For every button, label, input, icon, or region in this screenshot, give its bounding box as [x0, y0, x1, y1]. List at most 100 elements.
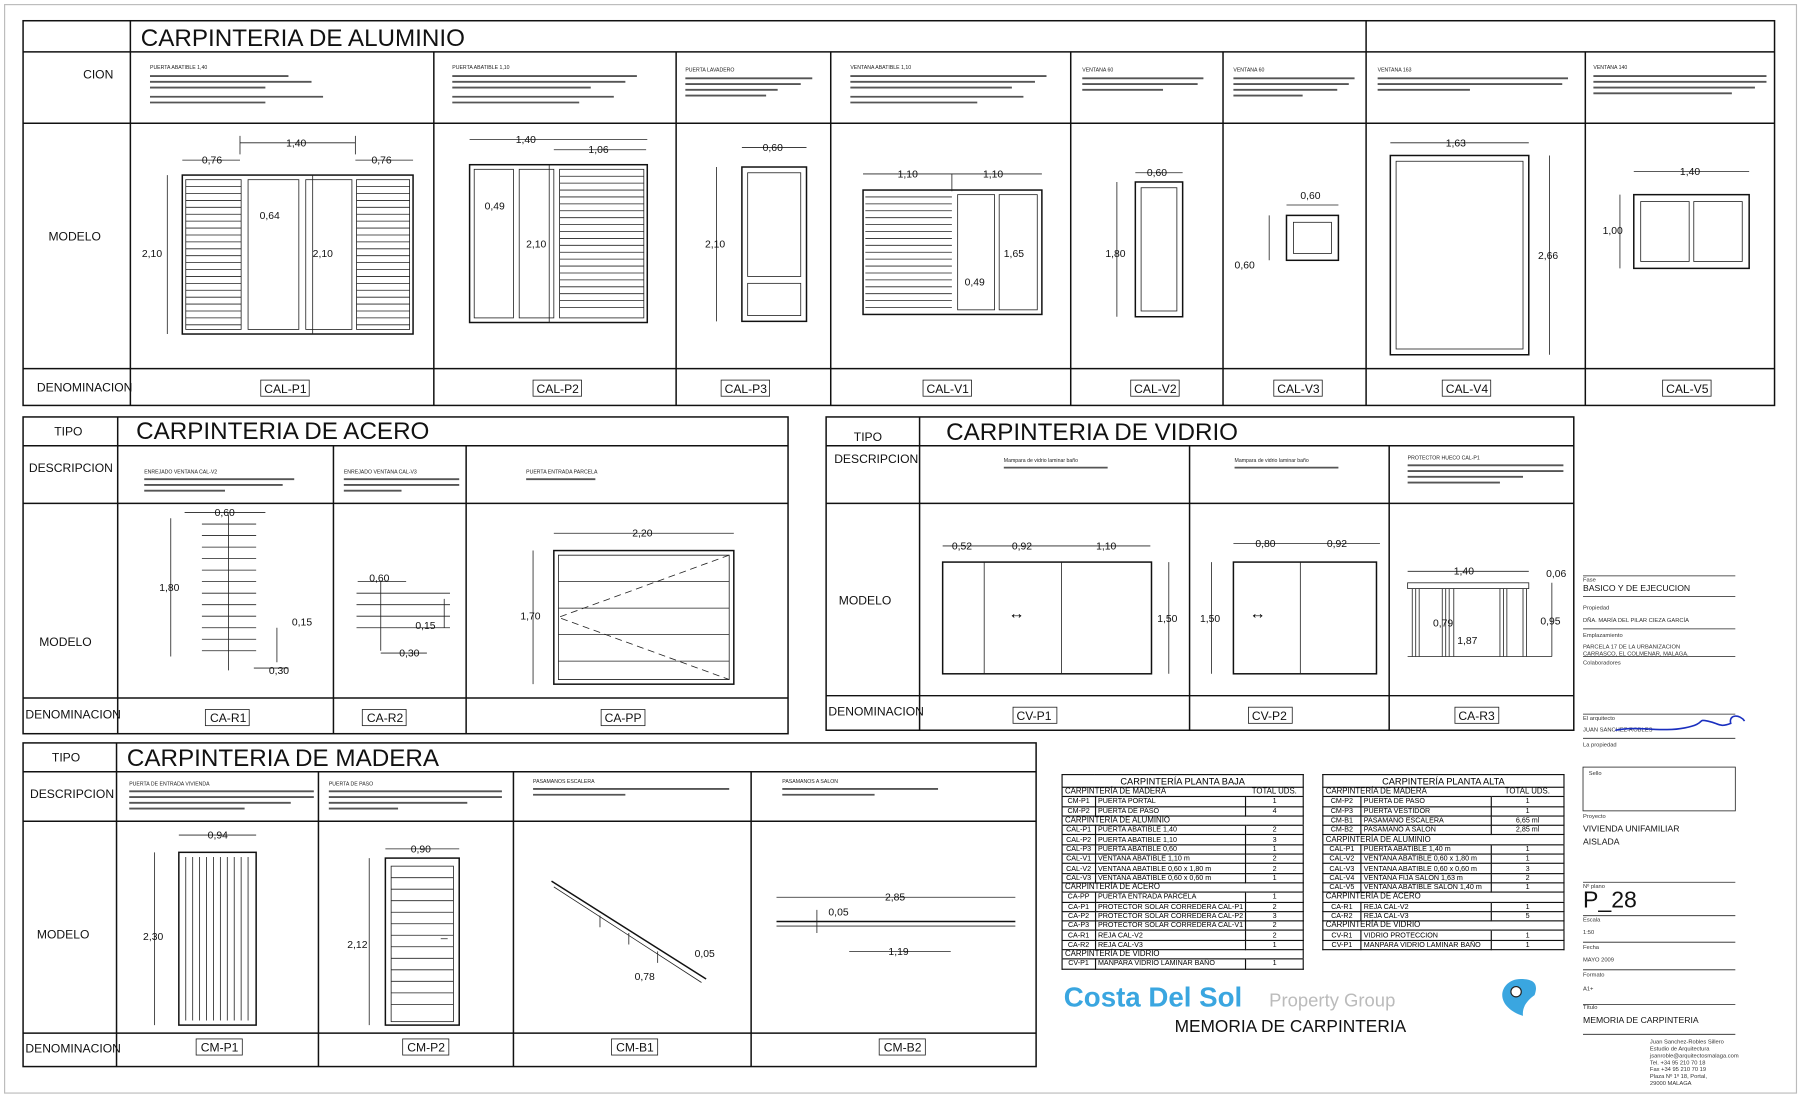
text-label: La propiedad — [1583, 742, 1617, 748]
dimension-label: 1,40 — [516, 135, 536, 146]
sheet-caption: MEMORIA DE CARPINTERIA — [1175, 1016, 1407, 1036]
dimension-label: 2,10 — [313, 249, 333, 260]
schedule-desc: PUERTA ENTRADA PARCELA — [1094, 891, 1247, 903]
schedule-qty: 1 — [1490, 939, 1565, 951]
schedule-code: CAL-V4 — [1322, 872, 1362, 884]
schedule-code: CM-P3 — [1322, 805, 1362, 817]
dimension-label: 1,19 — [888, 947, 908, 958]
schedule-desc: PROTECTOR SOLAR CORREDERA CAL-V1 — [1094, 920, 1247, 932]
schedule-desc: REJA CAL-V3 — [1094, 939, 1247, 951]
schedule-qty: 2 — [1490, 872, 1565, 884]
schedule-desc: PROTECTOR SOLAR CORREDERA CAL-P1 — [1094, 901, 1247, 913]
description-text: VENTANA 60 — [1082, 67, 1113, 73]
text-label: Proyecto — [1583, 814, 1606, 820]
text-label: PUERTA DE PASO — [329, 782, 373, 788]
schedule-qty: 1 — [1490, 843, 1565, 855]
modelo-label: MODELO — [39, 635, 91, 649]
dimension-label: 2,30 — [143, 932, 163, 943]
dimension-label: 0,52 — [952, 541, 972, 552]
dimension-label: 2,10 — [705, 240, 725, 251]
dimension-label: 2,10 — [142, 249, 162, 260]
schedule-qty: 1 — [1245, 958, 1304, 970]
modelo-label: MODELO — [839, 594, 891, 608]
dimension-label: 0,64 — [260, 211, 280, 222]
schedule-qty: 2 — [1245, 901, 1304, 913]
schedule-code: CM-B2 — [1322, 824, 1362, 836]
text-label: Sello — [1589, 771, 1602, 777]
dimension-label: 1,10 — [898, 169, 918, 180]
schedule-qty: 4 — [1245, 805, 1304, 817]
text-label: Fax +34 95 210 70 19 — [1650, 1067, 1706, 1073]
madera-title: CARPINTERIA DE MADERA — [127, 745, 440, 772]
denominacion-label: DENOMINACION — [25, 1042, 121, 1056]
schedule-desc: VENTANA ABATIBLE 0,60 x 1,80 m — [1094, 863, 1247, 874]
code-cm-p1: CM-P1 — [201, 1041, 239, 1055]
watermark-brand: Costa Del Sol — [1064, 982, 1242, 1013]
schedule-desc: PASAMANO A SALON — [1360, 824, 1492, 836]
code-cal-p1: CAL-P1 — [264, 382, 307, 396]
cm-b1-drawing: 0,050,78 — [551, 880, 715, 983]
descripcion-label: DESCRIPCION — [29, 461, 113, 475]
schedule-desc: VENTANA ABATIBLE 0,60 x 1,80 m — [1360, 853, 1492, 865]
dimension-label: 0,95 — [1540, 616, 1560, 627]
cm-p2-drawing: 0,902,12 — [347, 844, 460, 1026]
schedule-qty: 3 — [1245, 910, 1304, 922]
schedule-total-header: TOTAL UDS. — [1245, 786, 1304, 798]
code-cal-v1: CAL-V1 — [927, 382, 970, 396]
schedule-code: CAL-V1 — [1061, 853, 1096, 865]
schedule-qty: 1 — [1490, 853, 1565, 865]
schedule-code: CAL-V2 — [1322, 853, 1362, 865]
text-label: Plaza Nº 1º 18, Portal, — [1650, 1073, 1707, 1080]
signature — [1615, 715, 1746, 732]
schedule-desc: REJA CAL-V2 — [1360, 901, 1492, 913]
schedule-qty: 3 — [1245, 834, 1304, 846]
description-text: PUERTA LAVADERO — [685, 67, 734, 73]
code-ca-r2: CA-R2 — [367, 711, 404, 725]
dimension-label: 1,00 — [1603, 226, 1623, 237]
dimension-label: 1,40 — [286, 138, 306, 149]
text-label: Título — [1583, 1005, 1597, 1011]
dimension-label: 0,76 — [372, 156, 392, 167]
text-label: PUERTA DE ENTRADA VIVIENDA — [129, 782, 210, 788]
schedule-code: CV-P1 — [1322, 939, 1362, 951]
description-text: PUERTA ABATIBLE 1,40 — [150, 65, 207, 71]
vidrio-title: CARPINTERIA DE VIDRIO — [946, 419, 1238, 446]
schedule-desc: PUERTA VESTIDOR — [1360, 805, 1492, 817]
text-label: PASAMANOS A SALON — [782, 779, 838, 785]
sliding-arrow-icon: ↔ — [1008, 605, 1024, 623]
code-cm-b1: CM-B1 — [616, 1041, 654, 1055]
text-label: Fecha — [1583, 945, 1600, 951]
schedule-desc: VENTANA ABATIBLE 0,60 x 0,60 m — [1360, 863, 1492, 874]
schedule-group: CARPINTERÍA DE ALUMINIO — [1322, 834, 1492, 846]
schedule-qty: 1 — [1245, 843, 1304, 855]
dimension-label: 0,60 — [369, 574, 389, 585]
dimension-label: 0,80 — [1255, 539, 1275, 550]
text-label: Formato — [1583, 973, 1604, 979]
text-label: Mampara de vidrio laminar baño — [1235, 458, 1309, 464]
schedule-desc: REJA CAL-V3 — [1360, 910, 1492, 922]
schedule-desc: PUERTA ABATIBLE 0,60 — [1094, 843, 1247, 855]
schedule-code: CV-P1 — [1061, 958, 1096, 970]
schedule-code: CM-P2 — [1061, 805, 1096, 817]
modelo-label: MODELO — [37, 928, 89, 942]
schedule-group: CARPINTERÍA DE ACERO — [1062, 882, 1246, 893]
text-label: ENREJADO VENTANA CAL-V3 — [344, 469, 417, 475]
code-cv-p1: CV-P1 — [1016, 709, 1051, 723]
schedule-code: CA-R1 — [1061, 930, 1096, 941]
dimension-label: 1,40 — [1680, 167, 1700, 178]
schedule-total-header — [1245, 949, 1304, 960]
dimension-label: 0,15 — [415, 621, 435, 632]
